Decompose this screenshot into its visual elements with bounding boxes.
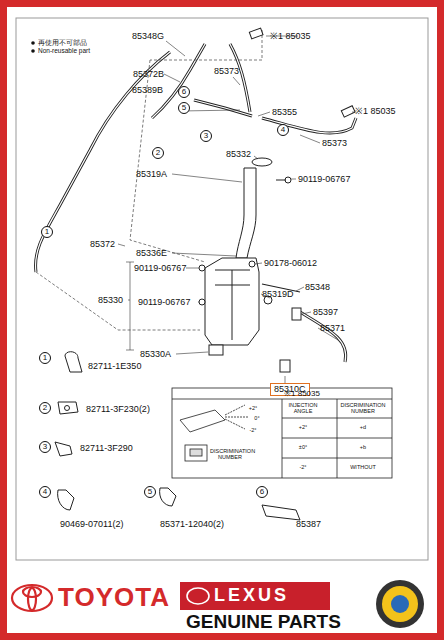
leader-lines xyxy=(118,36,355,383)
part-number: 90119-06767 xyxy=(298,175,350,184)
table-cell: +2° xyxy=(284,424,322,430)
non-reusable-bullets xyxy=(31,41,35,53)
part-number: 90119-06767 xyxy=(134,264,186,273)
callout-number: 5 xyxy=(148,488,152,496)
reservoir xyxy=(199,158,301,355)
part-number: 85336E xyxy=(136,249,167,258)
part-number: 85348 xyxy=(305,283,330,292)
callout-circle: 5 xyxy=(144,486,156,498)
dealer-badge xyxy=(376,580,424,628)
table-cell: +d xyxy=(337,424,389,430)
table-cell: WITHOUT xyxy=(337,464,389,470)
callout-number: 1 xyxy=(43,354,47,362)
callout-number: 6 xyxy=(260,488,264,496)
part-number: 85397 xyxy=(313,308,338,317)
note-text: Non-reusable part xyxy=(38,48,90,55)
part-number: ※1 85035 xyxy=(270,32,311,41)
brand-text: LEXUS xyxy=(214,586,289,604)
part-number: ※1 85035 xyxy=(355,107,396,116)
callout-circle: 4 xyxy=(39,486,51,498)
part-number: 85387 xyxy=(296,520,321,529)
callout-circle: 2 xyxy=(152,147,164,159)
table-cell: -2° xyxy=(246,427,260,433)
legend-clips xyxy=(55,352,300,520)
part-number: 85355 xyxy=(272,108,297,117)
part-number: 85330 xyxy=(98,296,123,305)
part-number: 85389B xyxy=(132,86,163,95)
hoses xyxy=(36,44,356,362)
callout-number: 3 xyxy=(43,443,47,451)
callout-circle: 2 xyxy=(39,402,51,414)
table-box xyxy=(172,388,392,478)
nozzles xyxy=(249,28,355,372)
part-number: 85330A xyxy=(140,350,171,359)
part-number: 85348G xyxy=(132,32,164,41)
brand-text: GENUINE PARTS xyxy=(186,612,341,631)
callout-circle: 6 xyxy=(256,486,268,498)
callout-number: 1 xyxy=(45,228,49,236)
callout-circle: 3 xyxy=(39,441,51,453)
part-number: 82711-3F230(2) xyxy=(86,405,150,414)
table-cell: ※1 85035 xyxy=(272,390,332,399)
table-cell: -2° xyxy=(284,464,322,470)
part-number: 85319A xyxy=(136,170,167,179)
callout-circle: 1 xyxy=(39,352,51,364)
callout-circle: 5 xyxy=(178,102,190,114)
table-box: ※1 85035INJECTION ANGLE DISCRIMINATION NU… xyxy=(172,388,392,478)
table-cell: DISCRIMINATION NUMBER xyxy=(210,448,250,460)
note-text: 再使用不可部品 xyxy=(38,40,87,47)
table-cell: INJECTION ANGLE xyxy=(284,402,322,414)
part-number: 90178-06012 xyxy=(264,259,317,268)
lexus-logo xyxy=(187,588,209,604)
callout-number: 5 xyxy=(182,104,186,112)
callout-circle: 6 xyxy=(178,86,190,98)
table-cell: +2° xyxy=(246,405,260,411)
part-number: 85373 xyxy=(322,139,347,148)
page-ground xyxy=(7,7,437,633)
lexus-band xyxy=(180,582,330,610)
part-number: 85373 xyxy=(214,67,239,76)
part-number: 90119-06767 xyxy=(138,298,190,307)
part-number: 85371 xyxy=(320,324,345,333)
part-number: 82711-1E350 xyxy=(88,362,141,371)
part-number: 85372 xyxy=(90,240,115,249)
callout-circle: 4 xyxy=(277,124,289,136)
table-cell: DISCRIMINATION NUMBER xyxy=(337,402,389,414)
callout-number: 2 xyxy=(156,149,160,157)
toyota-logo xyxy=(12,585,52,611)
part-number: 85332 xyxy=(226,150,251,159)
diagram-frame xyxy=(16,18,428,560)
callout-circle: 1 xyxy=(41,226,53,238)
callout-number: 4 xyxy=(281,126,285,134)
part-number: 85371-12040(2) xyxy=(160,520,224,529)
part-number: 85319D xyxy=(262,290,294,299)
part-number: 90469-07011(2) xyxy=(60,520,123,529)
table-cell: ±0° xyxy=(284,444,322,450)
callout-number: 4 xyxy=(43,488,47,496)
brand-text: TOYOTA xyxy=(58,584,170,610)
table-cell: +b xyxy=(337,444,389,450)
callout-number: 6 xyxy=(182,88,186,96)
part-number: 85372B xyxy=(133,70,164,79)
callout-circle: 3 xyxy=(200,130,212,142)
callout-number: 2 xyxy=(43,404,47,412)
table-cell: 0° xyxy=(252,415,262,421)
callout-number: 3 xyxy=(204,132,208,140)
part-number: 82711-3F290 xyxy=(80,444,133,453)
